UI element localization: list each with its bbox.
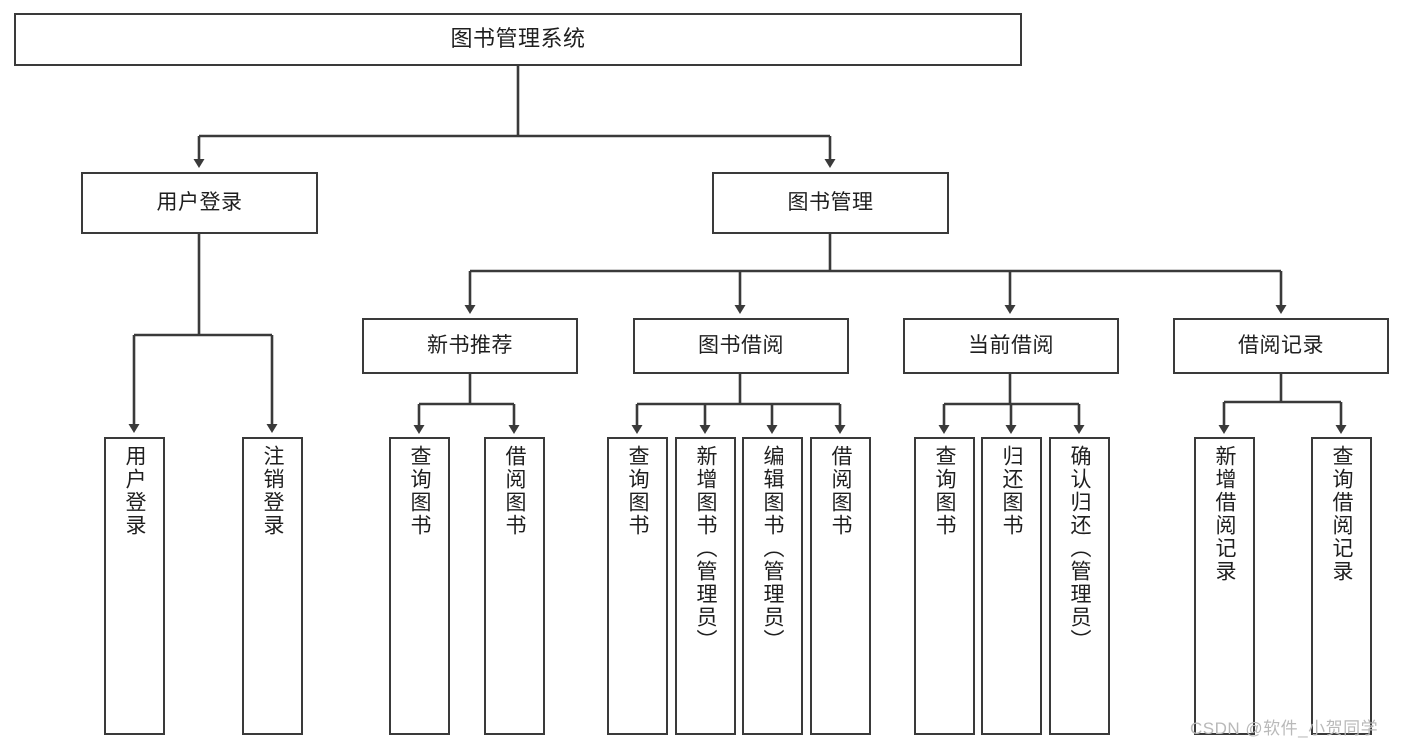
node-label: 查询图书 [933, 445, 956, 537]
leaf-add-borrow-record[interactable]: 新增借阅记录 [1194, 437, 1255, 735]
node-label: 图书管理 [787, 191, 874, 215]
leaf-query-borrow-record[interactable]: 查询借阅记录 [1311, 437, 1372, 735]
leaf-return-book[interactable]: 归还图书 [981, 437, 1042, 735]
leaf-add-book-admin[interactable]: 新增图书（管理员） [675, 437, 736, 735]
node-label: 用户登录 [123, 445, 146, 537]
node-label: 图书管理系统 [450, 26, 586, 52]
leaf-query-book-borrow[interactable]: 查询图书 [607, 437, 668, 735]
node-label: 借阅图书 [829, 445, 852, 537]
node-label: 新增借阅记录 [1213, 445, 1236, 583]
node-label: 当前借阅 [968, 334, 1054, 358]
node-label: 编辑图书（管理员） [761, 445, 784, 652]
node-label: 新书推荐 [427, 334, 513, 358]
leaf-user-login[interactable]: 用户登录 [104, 437, 165, 735]
node-label: 新增图书（管理员） [694, 445, 717, 652]
node-borrow-records[interactable]: 借阅记录 [1173, 318, 1389, 374]
node-label: 查询借阅记录 [1330, 445, 1353, 583]
node-label: 借阅图书 [503, 445, 526, 537]
leaf-confirm-return-admin[interactable]: 确认归还（管理员） [1049, 437, 1110, 735]
node-new-book-recommend[interactable]: 新书推荐 [362, 318, 578, 374]
node-current-borrow[interactable]: 当前借阅 [903, 318, 1119, 374]
leaf-edit-book-admin[interactable]: 编辑图书（管理员） [742, 437, 803, 735]
node-root-system[interactable]: 图书管理系统 [14, 13, 1022, 66]
node-label: 注销登录 [261, 445, 284, 537]
node-label: 确认归还（管理员） [1068, 445, 1091, 652]
node-label: 归还图书 [1000, 445, 1023, 537]
csdn-watermark: CSDN @软件_小贺同学 [1190, 719, 1379, 738]
node-label: 借阅记录 [1238, 334, 1324, 358]
leaf-query-book-recommend[interactable]: 查询图书 [389, 437, 450, 735]
node-book-management[interactable]: 图书管理 [712, 172, 949, 234]
node-label: 用户登录 [156, 191, 243, 215]
leaf-query-book-current[interactable]: 查询图书 [914, 437, 975, 735]
node-label: 查询图书 [626, 445, 649, 537]
node-user-login[interactable]: 用户登录 [81, 172, 318, 234]
node-book-borrow[interactable]: 图书借阅 [633, 318, 849, 374]
node-label: 查询图书 [408, 445, 431, 537]
leaf-user-logout[interactable]: 注销登录 [242, 437, 303, 735]
leaf-borrow-book[interactable]: 借阅图书 [810, 437, 871, 735]
node-label: 图书借阅 [698, 334, 784, 358]
leaf-borrow-book-recommend[interactable]: 借阅图书 [484, 437, 545, 735]
